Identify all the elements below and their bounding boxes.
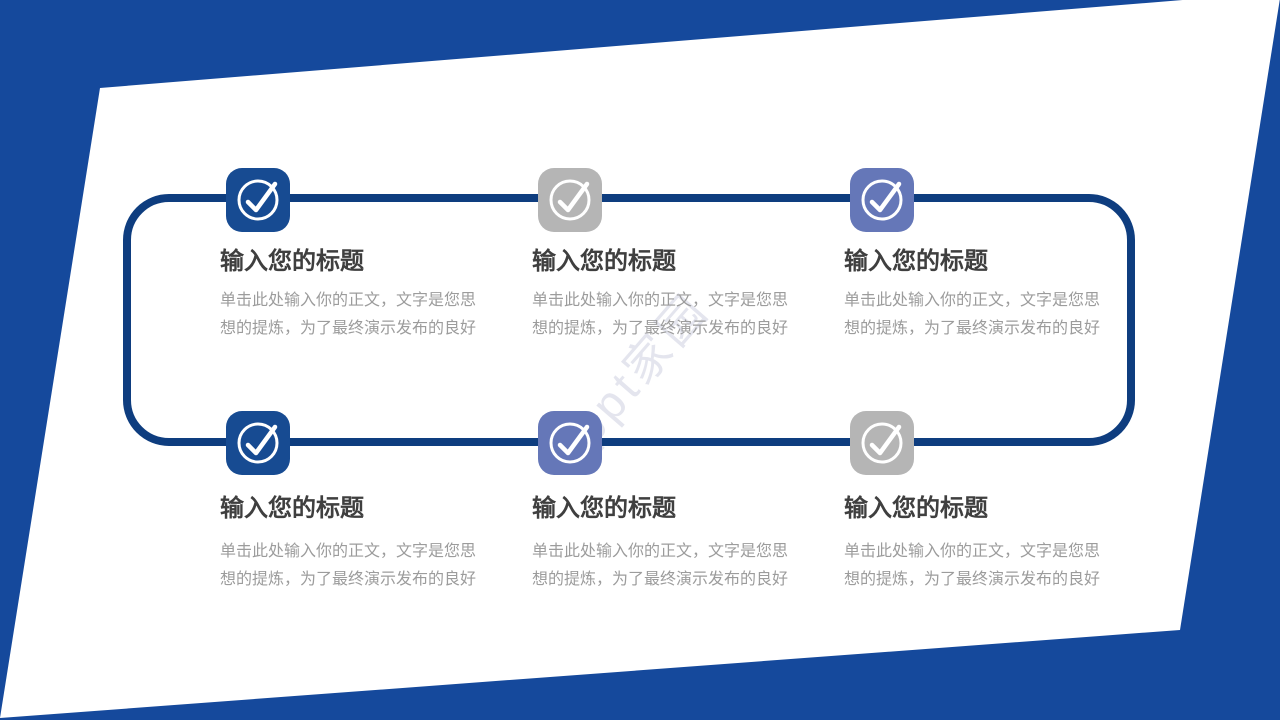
card-body-line-2: 想的提炼，为了最终演示发布的良好 (220, 571, 477, 588)
card-body-line-2: 想的提炼，为了最终演示发布的良好 (532, 571, 789, 588)
check-icon (538, 411, 602, 475)
card-body: 单击此处输入你的正文，文字是您思 想的提炼，为了最终演示发布的良好 (532, 287, 788, 343)
card-body: 单击此处输入你的正文，文字是您思 想的提炼，为了最终演示发布的良好 (844, 538, 1100, 594)
feature-card: 输入您的标题 单击此处输入你的正文，文字是您思 想的提炼，为了最终演示发布的良好 (532, 411, 822, 611)
card-title: 输入您的标题 (844, 495, 988, 522)
card-body: 单击此处输入你的正文，文字是您思 想的提炼，为了最终演示发布的良好 (220, 538, 476, 594)
feature-card: 输入您的标题 单击此处输入你的正文，文字是您思 想的提炼，为了最终演示发布的良好 (532, 168, 822, 368)
card-title: 输入您的标题 (532, 248, 676, 275)
check-icon (538, 168, 602, 232)
check-icon (850, 411, 914, 475)
card-body-line-2: 想的提炼，为了最终演示发布的良好 (844, 320, 1101, 337)
check-icon (850, 168, 914, 232)
card-body-line-1: 单击此处输入你的正文，文字是您思 (844, 543, 1101, 560)
feature-card: 输入您的标题 单击此处输入你的正文，文字是您思 想的提炼，为了最终演示发布的良好 (844, 411, 1134, 611)
card-body: 单击此处输入你的正文，文字是您思 想的提炼，为了最终演示发布的良好 (844, 287, 1100, 343)
check-icon (226, 411, 290, 475)
card-body: 单击此处输入你的正文，文字是您思 想的提炼，为了最终演示发布的良好 (220, 287, 476, 343)
card-body: 单击此处输入你的正文，文字是您思 想的提炼，为了最终演示发布的良好 (532, 538, 788, 594)
check-icon (226, 168, 290, 232)
card-title: 输入您的标题 (220, 248, 364, 275)
card-body-line-1: 单击此处输入你的正文，文字是您思 (220, 292, 477, 309)
card-body-line-1: 单击此处输入你的正文，文字是您思 (844, 292, 1101, 309)
card-body-line-1: 单击此处输入你的正文，文字是您思 (220, 543, 477, 560)
card-body-line-1: 单击此处输入你的正文，文字是您思 (532, 543, 789, 560)
card-body-line-2: 想的提炼，为了最终演示发布的良好 (220, 320, 477, 337)
card-body-line-2: 想的提炼，为了最终演示发布的良好 (532, 320, 789, 337)
card-title: 输入您的标题 (220, 495, 364, 522)
card-title: 输入您的标题 (532, 495, 676, 522)
feature-card: 输入您的标题 单击此处输入你的正文，文字是您思 想的提炼，为了最终演示发布的良好 (220, 168, 510, 368)
card-title: 输入您的标题 (844, 248, 988, 275)
feature-card: 输入您的标题 单击此处输入你的正文，文字是您思 想的提炼，为了最终演示发布的良好 (844, 168, 1134, 368)
connector-frame (123, 194, 1135, 446)
feature-card: 输入您的标题 单击此处输入你的正文，文字是您思 想的提炼，为了最终演示发布的良好 (220, 411, 510, 611)
card-body-line-1: 单击此处输入你的正文，文字是您思 (532, 292, 789, 309)
card-body-line-2: 想的提炼，为了最终演示发布的良好 (844, 571, 1101, 588)
